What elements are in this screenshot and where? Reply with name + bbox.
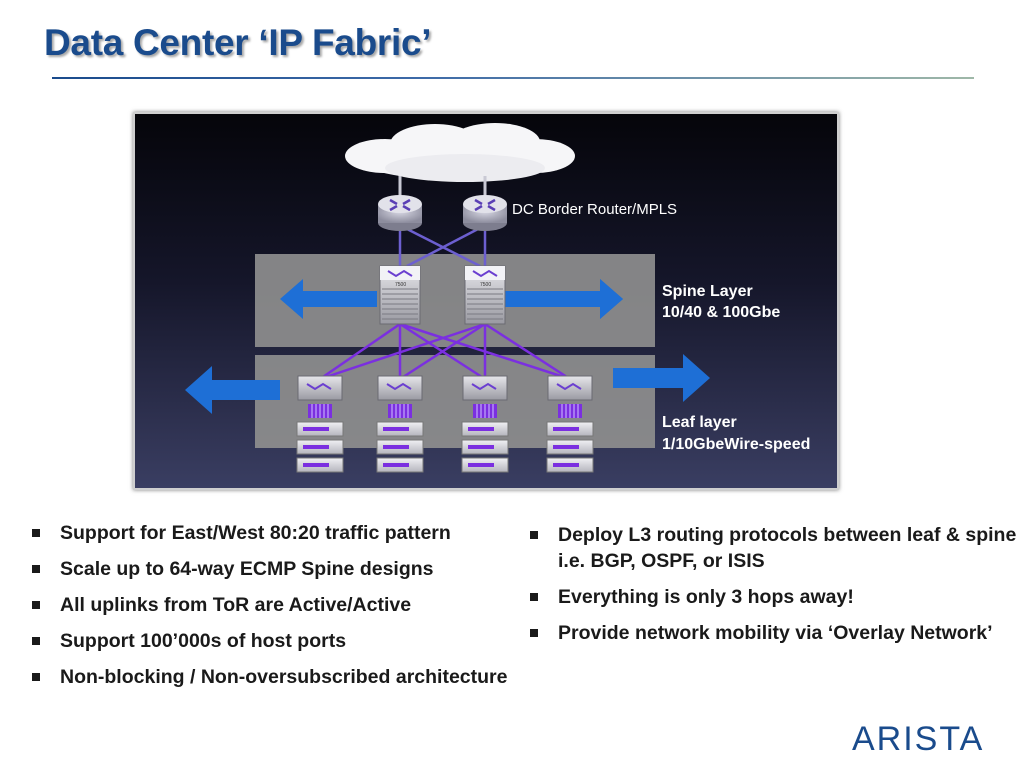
border-router-right-icon [463,195,507,231]
bullet-item: Everything is only 3 hops away! [528,584,1018,610]
leaf-arrow-right [613,354,710,402]
slide-title: Data Center ‘IP Fabric’ [44,22,432,63]
square-bullet-icon [32,529,40,537]
spine-switch-left-icon: 7500 [379,265,421,325]
leaf-rack-3 [461,375,509,473]
border-router-left-icon [378,195,422,231]
bullet-item: Provide network mobility via ‘Overlay Ne… [528,620,1018,646]
leaf-rack-2 [376,375,424,473]
title-divider [52,77,974,79]
router-spine-links [398,227,487,268]
spine-leaf-links [319,322,571,381]
square-bullet-icon [530,531,538,539]
square-bullet-icon [530,593,538,601]
square-bullet-icon [32,637,40,645]
leaf-arrow-left [185,366,280,414]
leaf-rack-1 [296,375,344,473]
bullet-item: Support for East/West 80:20 traffic patt… [30,520,510,546]
square-bullet-icon [32,565,40,573]
bullet-column-left: Support for East/West 80:20 traffic patt… [30,520,510,700]
border-router-label: DC Border Router/MPLS [512,201,677,218]
leaf-rack-4 [546,375,594,473]
ip-fabric-diagram: DC Border Router/MPLS 7500 [133,112,839,490]
bullet-item: All uplinks from ToR are Active/Active [30,592,510,618]
bullet-column-right: Deploy L3 routing protocols between leaf… [528,522,1018,656]
spine-switch-right-icon: 7500 [464,265,506,325]
leaf-layer-label: Leaf layer [662,414,737,431]
square-bullet-icon [32,601,40,609]
spine-switch-tag: 7500 [395,282,406,288]
bullet-item: Support 100’000s of host ports [30,628,510,654]
bullet-item: Deploy L3 routing protocols between leaf… [528,522,1018,574]
cloud-icon [345,123,575,182]
fabric-diagram-svg: DC Border Router/MPLS 7500 [185,123,810,473]
square-bullet-icon [530,629,538,637]
bullet-item: Scale up to 64-way ECMP Spine designs [30,556,510,582]
spine-layer-speed-label: 10/40 & 100Gbe [662,304,780,321]
arista-logo: ARISTA [852,720,985,758]
spine-switch-tag: 7500 [480,282,491,288]
bullet-item: Non-blocking / Non-oversubscribed archit… [30,664,510,690]
leaf-layer-speed-label: 1/10GbeWire-speed [662,436,810,453]
square-bullet-icon [32,673,40,681]
spine-layer-label: Spine Layer [662,283,753,300]
spine-arrow-right [500,279,623,319]
